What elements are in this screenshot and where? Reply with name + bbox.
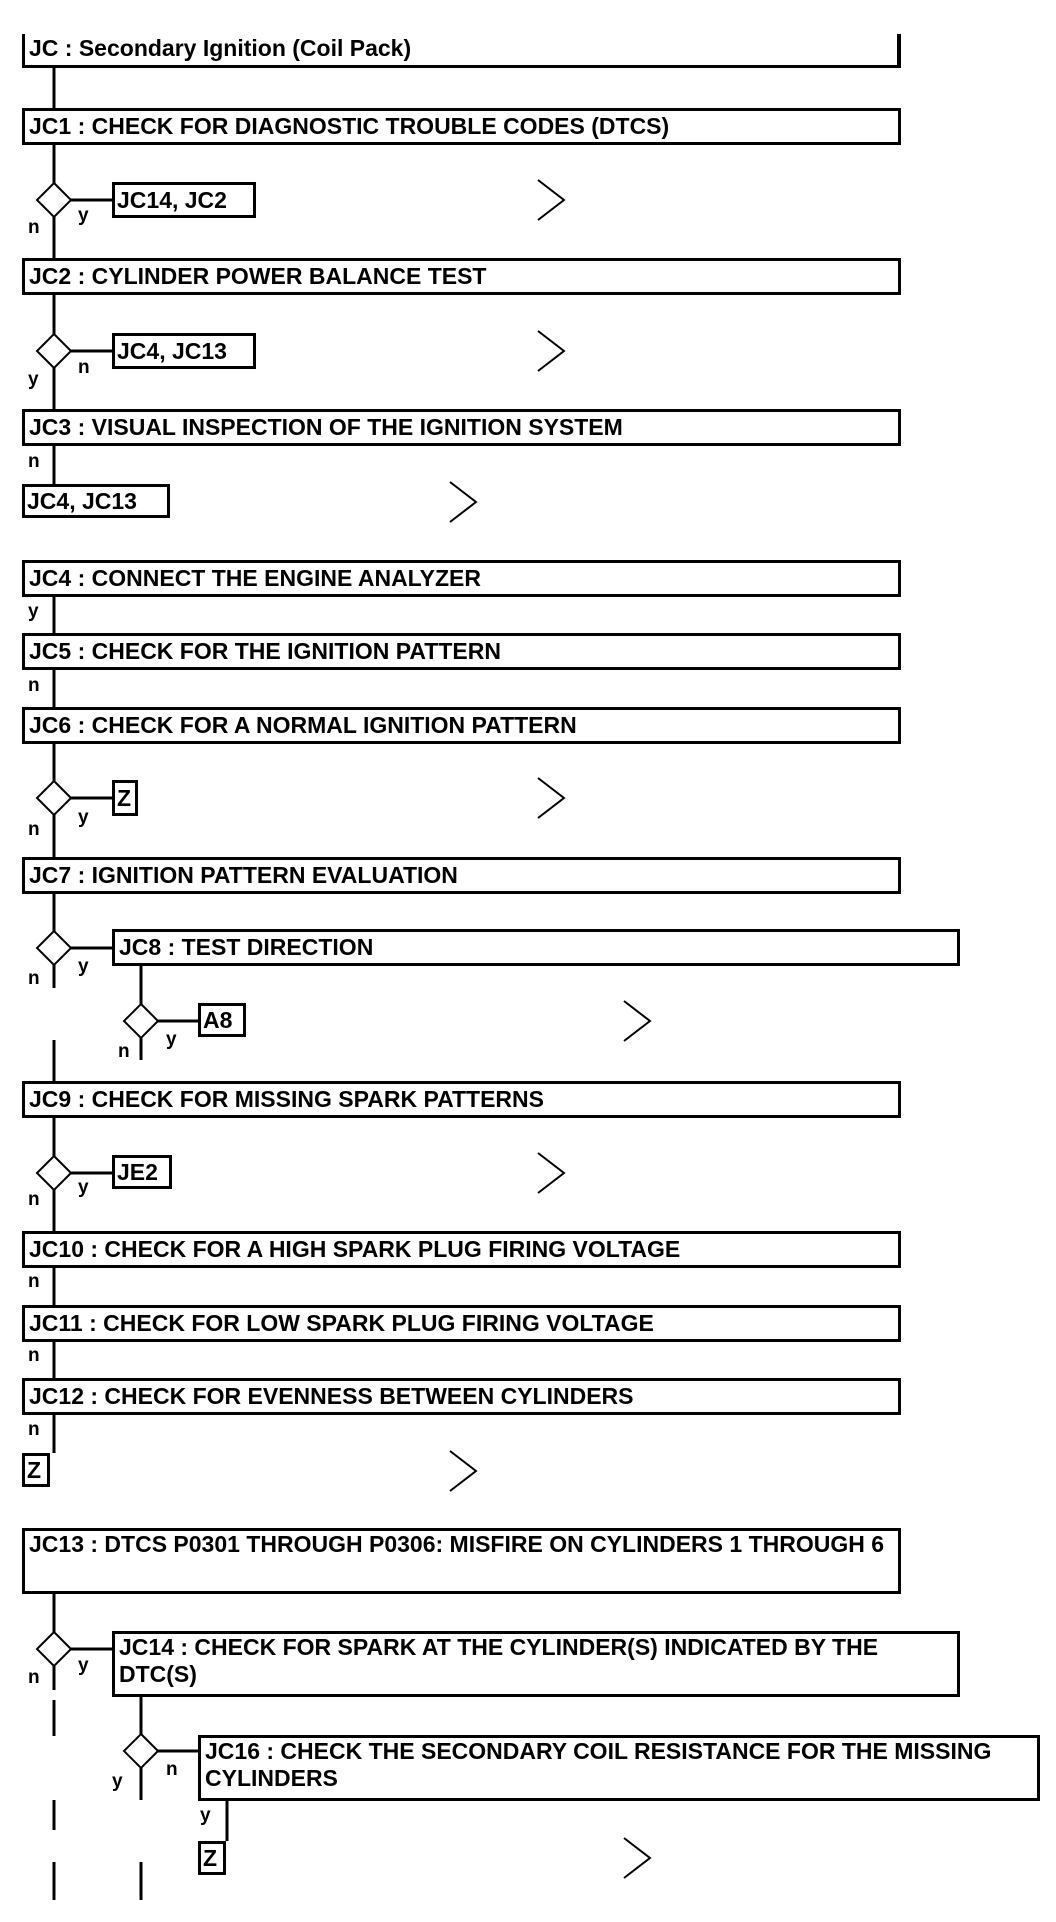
step-box-jc10[interactable]: JC10 : CHECK FOR A HIGH SPARK PLUG FIRIN… [22, 1231, 901, 1268]
decision-diamond [35, 779, 73, 817]
target-box-t4[interactable]: Z [112, 780, 138, 816]
decision-diamond [35, 332, 73, 370]
step-box-jc3[interactable]: JC3 : VISUAL INSPECTION OF THE IGNITION … [22, 409, 901, 446]
step-box-jc8[interactable]: JC8 : TEST DIRECTION [112, 929, 960, 966]
target-box-t1[interactable]: JC14, JC2 [112, 182, 256, 218]
chevron-right-icon [537, 330, 566, 372]
step-box-jc2[interactable]: JC2 : CYLINDER POWER BALANCE TEST [22, 258, 901, 295]
branch-label: y [78, 807, 89, 828]
branch-label: y [78, 956, 89, 977]
branch-label: n [28, 819, 40, 840]
branch-label: n [28, 217, 40, 238]
decision-diamond [35, 929, 73, 967]
chevron-right-icon [623, 1000, 652, 1042]
branch-label: y [78, 205, 89, 226]
target-box-t6[interactable]: JE2 [112, 1155, 172, 1189]
branch-label: n [28, 451, 40, 472]
step-box-jc14[interactable]: JC14 : CHECK FOR SPARK AT THE CYLINDER(S… [112, 1631, 960, 1697]
branch-label: n [28, 1345, 40, 1366]
branch-label: n [166, 1759, 178, 1780]
branch-label: n [28, 1419, 40, 1440]
step-box-jc6[interactable]: JC6 : CHECK FOR A NORMAL IGNITION PATTER… [22, 707, 901, 744]
branch-label: y [166, 1029, 177, 1050]
step-box-jc9[interactable]: JC9 : CHECK FOR MISSING SPARK PATTERNS [22, 1081, 901, 1118]
target-box-t3[interactable]: JC4, JC13 [22, 484, 170, 518]
step-box-jc16[interactable]: JC16 : CHECK THE SECONDARY COIL RESISTAN… [198, 1735, 1040, 1801]
decision-diamond [35, 1630, 73, 1668]
chevron-right-icon [537, 179, 566, 221]
branch-label: y [28, 369, 39, 390]
branch-label: y [78, 1655, 89, 1676]
chevron-right-icon [537, 777, 566, 819]
branch-label: y [28, 601, 39, 622]
branch-label: n [118, 1041, 130, 1062]
decision-diamond [35, 1154, 73, 1192]
branch-label: y [78, 1177, 89, 1198]
branch-label: n [28, 968, 40, 989]
step-box-jc4[interactable]: JC4 : CONNECT THE ENGINE ANALYZER [22, 560, 901, 597]
chevron-right-icon [449, 481, 478, 523]
branch-label: n [28, 1189, 40, 1210]
decision-diamond [35, 181, 73, 219]
target-box-t5[interactable]: A8 [198, 1003, 246, 1037]
step-box-jc13[interactable]: JC13 : DTCS P0301 THROUGH P0306: MISFIRE… [22, 1528, 901, 1594]
chevron-right-icon [449, 1450, 478, 1492]
step-box-header[interactable]: JC : Secondary Ignition (Coil Pack) [22, 34, 901, 68]
step-box-jc12[interactable]: JC12 : CHECK FOR EVENNESS BETWEEN CYLIND… [22, 1378, 901, 1415]
branch-label: y [200, 1805, 211, 1826]
branch-label: n [28, 675, 40, 696]
branch-label: y [112, 1771, 123, 1792]
branch-label: n [78, 357, 90, 378]
step-box-jc11[interactable]: JC11 : CHECK FOR LOW SPARK PLUG FIRING V… [22, 1305, 901, 1342]
target-box-t8[interactable]: Z [198, 1841, 226, 1875]
step-box-jc7[interactable]: JC7 : IGNITION PATTERN EVALUATION [22, 857, 901, 894]
chevron-right-icon [623, 1837, 652, 1879]
decision-diamond [122, 1732, 160, 1770]
step-box-jc1[interactable]: JC1 : CHECK FOR DIAGNOSTIC TROUBLE CODES… [22, 108, 901, 145]
target-box-t7[interactable]: Z [22, 1453, 50, 1487]
target-box-t2[interactable]: JC4, JC13 [112, 333, 256, 369]
branch-label: n [28, 1271, 40, 1292]
chevron-right-icon [537, 1152, 566, 1194]
step-box-jc5[interactable]: JC5 : CHECK FOR THE IGNITION PATTERN [22, 633, 901, 670]
branch-label: n [28, 1667, 40, 1688]
decision-diamond [122, 1002, 160, 1040]
